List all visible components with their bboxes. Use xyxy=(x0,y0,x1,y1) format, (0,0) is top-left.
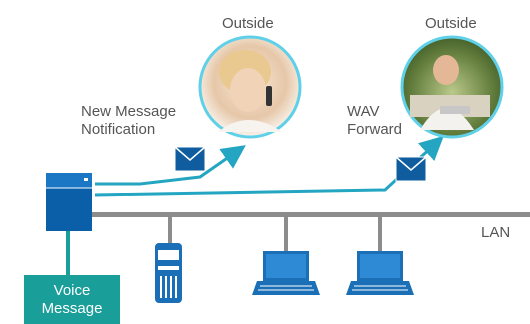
notification-link xyxy=(95,145,246,186)
new-message-label-line1: New Message xyxy=(81,103,177,120)
voice-message-line2: Message xyxy=(41,299,103,317)
wav-forward-link xyxy=(94,135,444,197)
laptop-icon xyxy=(252,251,320,295)
outside-left-label: Outside xyxy=(222,15,274,32)
outside-contact-right xyxy=(400,35,504,139)
person-photo-icon xyxy=(218,50,282,132)
outside-contact-left xyxy=(198,35,302,139)
voice-message-badge: Voice Message xyxy=(24,275,120,324)
lan-bus xyxy=(90,212,530,251)
wav-forward-label-line2: Forward xyxy=(347,121,403,138)
ip-phone-icon xyxy=(155,243,182,303)
wav-forward-label-line1: WAV xyxy=(347,103,380,120)
person-photo-icon xyxy=(410,55,490,130)
voice-message-line1: Voice xyxy=(53,281,91,299)
lan-label: LAN xyxy=(481,224,511,241)
envelope-icon xyxy=(395,156,427,182)
envelope-icon xyxy=(174,146,206,172)
laptop-icon xyxy=(346,251,414,295)
outside-right-label: Outside xyxy=(425,15,477,32)
voicemail-server-icon xyxy=(46,173,92,275)
new-message-label-line2: Notification xyxy=(81,121,156,138)
